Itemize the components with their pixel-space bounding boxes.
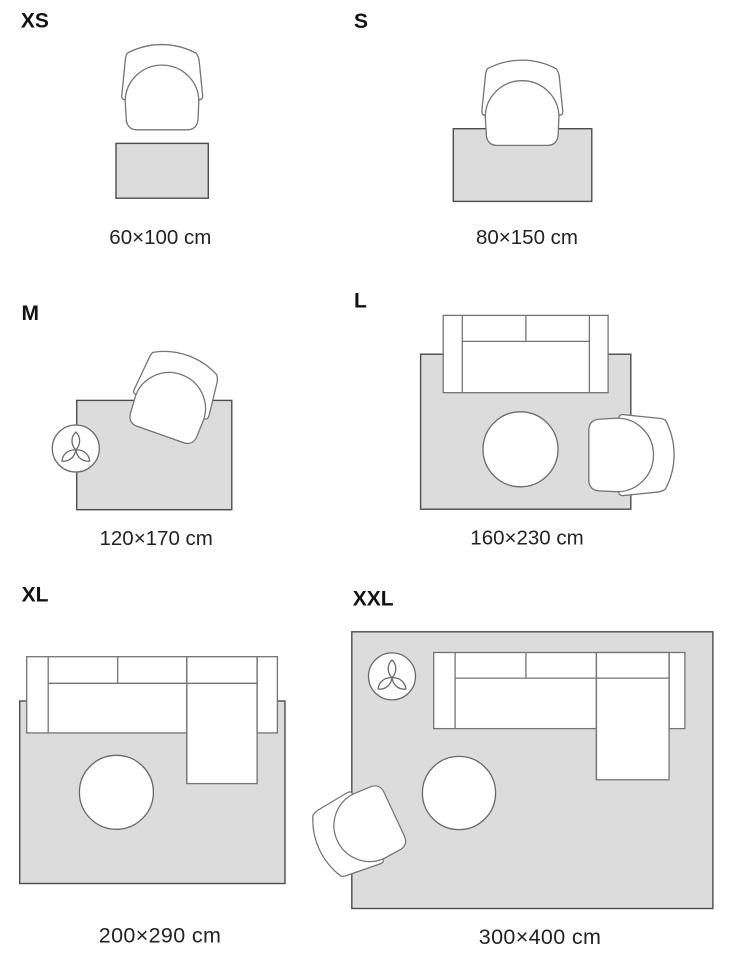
svg-text:S: S — [354, 10, 368, 33]
svg-text:80×150 cm: 80×150 cm — [476, 226, 578, 249]
svg-text:60×100 cm: 60×100 cm — [109, 226, 211, 249]
svg-text:XXL: XXL — [353, 588, 394, 611]
svg-text:120×170 cm: 120×170 cm — [99, 527, 212, 550]
svg-text:L: L — [354, 290, 367, 313]
svg-text:M: M — [22, 302, 40, 325]
svg-text:XS: XS — [21, 10, 49, 33]
svg-text:XL: XL — [22, 583, 49, 606]
svg-text:200×290 cm: 200×290 cm — [99, 924, 221, 948]
svg-text:160×230 cm: 160×230 cm — [470, 526, 583, 549]
svg-text:300×400 cm: 300×400 cm — [479, 925, 601, 949]
